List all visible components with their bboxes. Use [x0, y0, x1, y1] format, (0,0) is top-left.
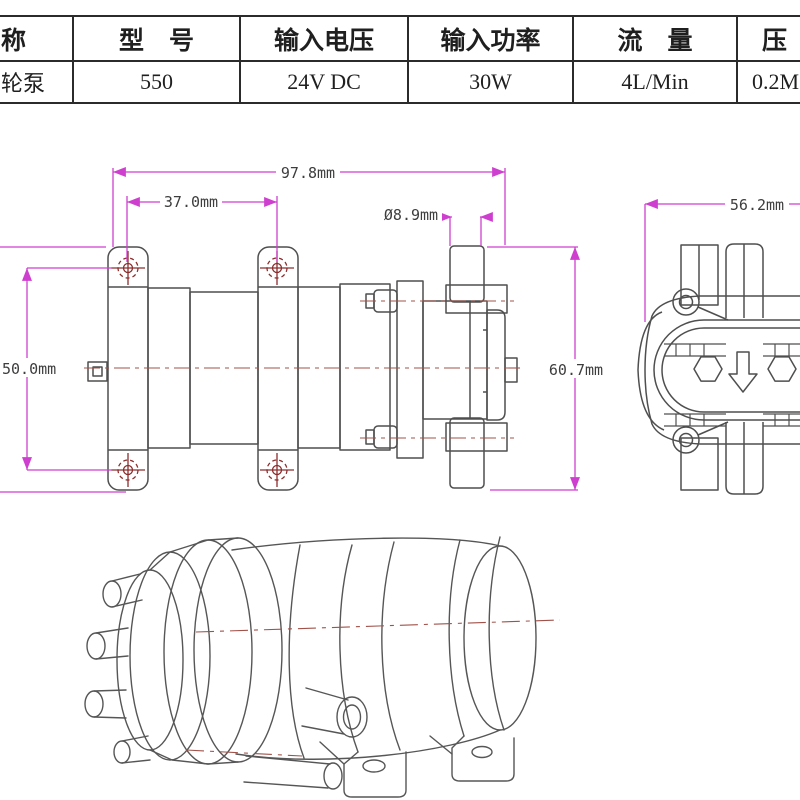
flow-arrow-down [728, 351, 758, 393]
dim-hole-spacing: 37.0mm [164, 193, 218, 211]
spec-value-power: 30W [407, 60, 574, 104]
dim-overall-length: 97.8mm [281, 164, 335, 182]
spec-header-flow: 流 量 [572, 15, 738, 62]
port-hexagon-right [767, 356, 797, 382]
dim-port-diameter: Ø8.9mm [384, 206, 438, 224]
iso-centerlines [185, 619, 561, 757]
mounting-hole-marker [110, 452, 146, 488]
power-connector [87, 361, 108, 382]
end-bolt-top-left [672, 288, 700, 316]
iso-band-2 [448, 539, 465, 737]
end-bolt-bottom-left [672, 426, 700, 454]
head-end-plate [486, 309, 506, 421]
spec-header-row: 称 型 号 输入电压 输入功率 流 量 压 [0, 15, 800, 62]
iso-head-cover [116, 569, 184, 751]
spec-value-voltage: 24V DC [239, 60, 409, 104]
iso-port-center [301, 687, 368, 738]
port-hexagon-left [693, 356, 723, 382]
iso-port-lower [243, 755, 343, 790]
iso-rear-cap [463, 545, 537, 731]
mounting-hole-marker [110, 250, 146, 286]
motor-section-4 [339, 283, 391, 451]
iso-body-bottom [235, 729, 501, 760]
spec-header-voltage: 输入电压 [239, 15, 409, 62]
centerlines [84, 300, 520, 439]
head-screw-bottom [373, 425, 398, 449]
shaft-nub [504, 357, 518, 383]
pump-head-body [422, 300, 488, 420]
spec-value-name: 轮泵 [0, 60, 74, 104]
pump-spec-table: 称 型 号 输入电压 输入功率 流 量 压 轮泵 550 24V DC 30W … [0, 15, 800, 104]
end-face-plate [653, 319, 800, 421]
port-flange-bottom [445, 422, 508, 452]
iso-body-top [231, 537, 501, 551]
head-clamp-band [396, 280, 424, 459]
iso-foot-1 [343, 751, 407, 798]
iso-head-face [129, 551, 211, 761]
spec-value-row: 轮泵 550 24V DC 30W 4L/Min 0.2M [0, 60, 800, 104]
spec-value-pressure: 0.2M [736, 60, 800, 104]
spec-table: 称 型 号 输入电压 输入功率 流 量 压 轮泵 550 24V DC 30W … [0, 15, 800, 105]
spec-value-flow: 4L/Min [572, 60, 738, 104]
spec-header-pressure: 压 [736, 15, 800, 62]
dim-head-width: 56.2mm [730, 196, 784, 214]
dimension-text-backgrounds [0, 163, 789, 378]
iso-band-1 [339, 544, 359, 753]
port-tube-top [449, 245, 485, 303]
isometric-view [84, 536, 537, 798]
port-tube-bottom [449, 417, 485, 489]
end-housing [644, 295, 800, 445]
port-flange-top [445, 284, 508, 314]
dim-overall-height: 60.7mm [549, 361, 603, 379]
mounting-hole-marker [259, 452, 295, 488]
iso-head-bolts [84, 573, 151, 764]
spec-header-model: 型 号 [72, 15, 241, 62]
spec-header-name: 称 [0, 15, 74, 62]
dim-hole-vertical: 50.0mm [2, 360, 56, 378]
end-view [637, 243, 800, 495]
spec-value-model: 550 [72, 60, 241, 104]
dimension-labels: 97.8mm 37.0mm Ø8.9mm 50.0mm 60.7mm 56.2m… [2, 164, 784, 379]
iso-foot-2 [451, 735, 515, 782]
spec-header-power: 输入功率 [407, 15, 574, 62]
